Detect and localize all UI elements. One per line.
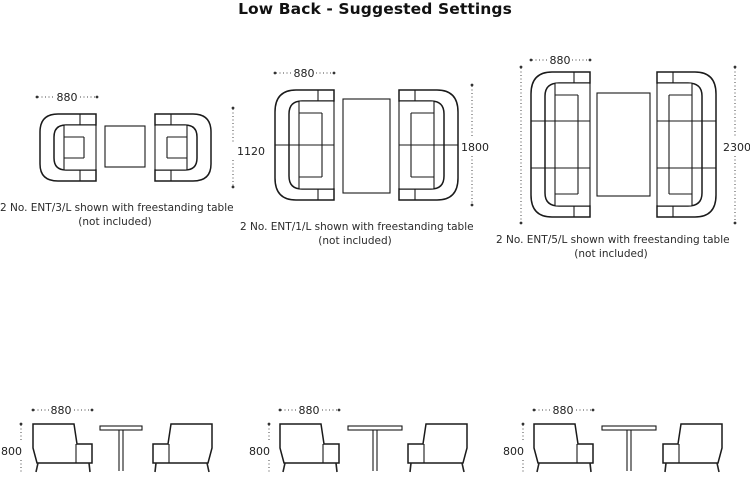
caption-note: (not included) xyxy=(78,216,152,228)
caption-note: (not included) xyxy=(574,248,648,260)
width-label: 880 xyxy=(294,67,315,80)
width-dimension: 880 xyxy=(273,67,336,80)
chair-elevation-left xyxy=(279,423,340,473)
chair-elevation-left xyxy=(32,423,93,473)
width-label: 880 xyxy=(51,404,72,417)
width-label: 880 xyxy=(299,404,320,417)
width-label: 880 xyxy=(57,91,78,104)
width-dimension: 880 xyxy=(31,404,94,417)
table-elevation xyxy=(601,425,657,471)
depth-dimension: 1800 xyxy=(461,83,489,207)
width-label: 880 xyxy=(553,404,574,417)
elevation-2: 880 800 xyxy=(249,404,468,474)
width-dimension: 880 xyxy=(532,404,595,417)
caption-line: 2 No. ENT/1/L shown with freestanding ta… xyxy=(240,221,474,233)
plan-ent3: 880 1120 xyxy=(35,91,265,189)
page-title: Low Back - Suggested Settings xyxy=(238,0,512,18)
chair-plan-left xyxy=(39,113,97,182)
height-label: 800 xyxy=(503,445,524,458)
left-guide xyxy=(519,65,523,225)
depth-label: 2300 xyxy=(723,141,750,154)
height-label: 800 xyxy=(1,445,22,458)
chair-elevation-left xyxy=(533,423,594,473)
plan-caption-ent3: 2 No. ENT/3/L shown with freestanding ta… xyxy=(0,201,234,229)
table-elevation xyxy=(347,425,403,471)
plan-ent1: 880 1800 xyxy=(273,67,489,207)
depth-label: 1800 xyxy=(461,141,489,154)
height-dimension: 800 xyxy=(503,422,525,474)
chair-plan-right xyxy=(154,113,212,182)
chair-elevation-right xyxy=(407,423,468,473)
sofa-plan-right xyxy=(398,89,459,201)
sofa-plan-left xyxy=(274,89,335,201)
elevation-3: 880 800 xyxy=(503,404,723,474)
sofa-plan-right xyxy=(656,71,717,218)
elevation-1: 880 800 xyxy=(1,404,213,474)
plan-caption-ent1: 2 No. ENT/1/L shown with freestanding ta… xyxy=(240,220,474,248)
chair-elevation-right xyxy=(152,423,213,473)
height-dimension: 800 xyxy=(1,422,23,474)
caption-note: (not included) xyxy=(318,235,392,247)
chair-elevation-right xyxy=(662,423,723,473)
width-dimension: 880 xyxy=(529,54,592,67)
height-dimension: 800 xyxy=(249,422,271,474)
depth-label: 1120 xyxy=(237,145,265,158)
table-elevation xyxy=(99,425,143,471)
freestanding-table xyxy=(596,92,651,197)
height-label: 800 xyxy=(249,445,270,458)
plan-ent5: 880 xyxy=(519,54,750,225)
depth-dimension: 2300 xyxy=(723,65,750,225)
plan-caption-ent5: 2 No. ENT/5/L shown with freestanding ta… xyxy=(496,233,730,261)
width-dimension: 880 xyxy=(278,404,341,417)
sofa-plan-left xyxy=(530,71,591,218)
caption-line: 2 No. ENT/5/L shown with freestanding ta… xyxy=(496,234,730,246)
freestanding-table xyxy=(104,125,146,168)
width-dimension: 880 xyxy=(35,91,99,104)
depth-dimension: 1120 xyxy=(231,106,265,189)
freestanding-table xyxy=(342,98,391,194)
caption-line: 2 No. ENT/3/L shown with freestanding ta… xyxy=(0,202,234,214)
width-label: 880 xyxy=(550,54,571,67)
